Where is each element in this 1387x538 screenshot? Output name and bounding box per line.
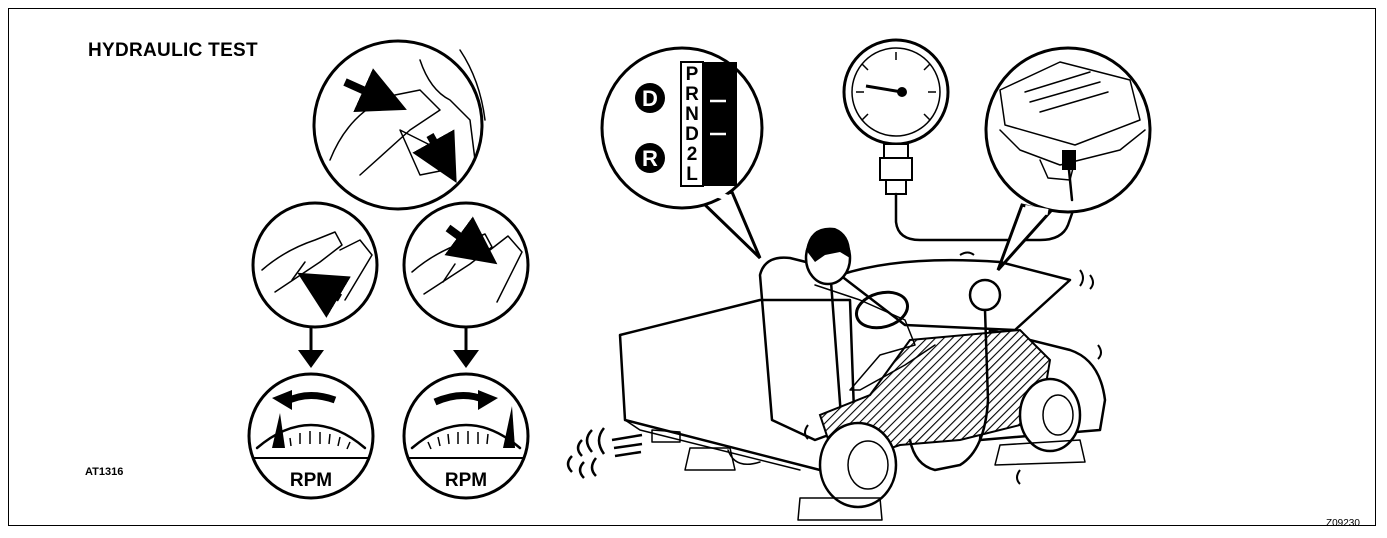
- pedal-detail-circle-right: [404, 203, 528, 327]
- car-illustration: [568, 228, 1105, 520]
- svg-text:D: D: [642, 86, 658, 111]
- engine-port-callout: [986, 48, 1150, 270]
- shift-pos-l: L: [686, 164, 698, 185]
- shift-pos-p: P: [686, 64, 699, 85]
- shift-positions: P R N D 2 L: [685, 64, 699, 185]
- shift-pos-2: 2: [687, 144, 698, 165]
- shift-pos-d: D: [685, 124, 699, 145]
- shift-selector-callout: D R P R N D 2 L: [602, 48, 762, 258]
- pedal-detail-circle-top: [314, 41, 485, 209]
- pedal-detail-circle-left: [253, 203, 377, 327]
- tachometer-left-label: RPM: [290, 470, 332, 491]
- tachometer-left: RPM: [249, 374, 373, 498]
- down-arrow-right: [453, 328, 479, 368]
- tachometer-right: RPM: [404, 374, 528, 498]
- down-arrow-left: [298, 328, 324, 368]
- exhaust-smoke: [568, 428, 642, 478]
- tachometer-right-label: RPM: [445, 470, 487, 491]
- shift-pos-r: R: [685, 84, 699, 105]
- shift-pos-n: N: [685, 104, 699, 125]
- svg-text:R: R: [642, 146, 658, 171]
